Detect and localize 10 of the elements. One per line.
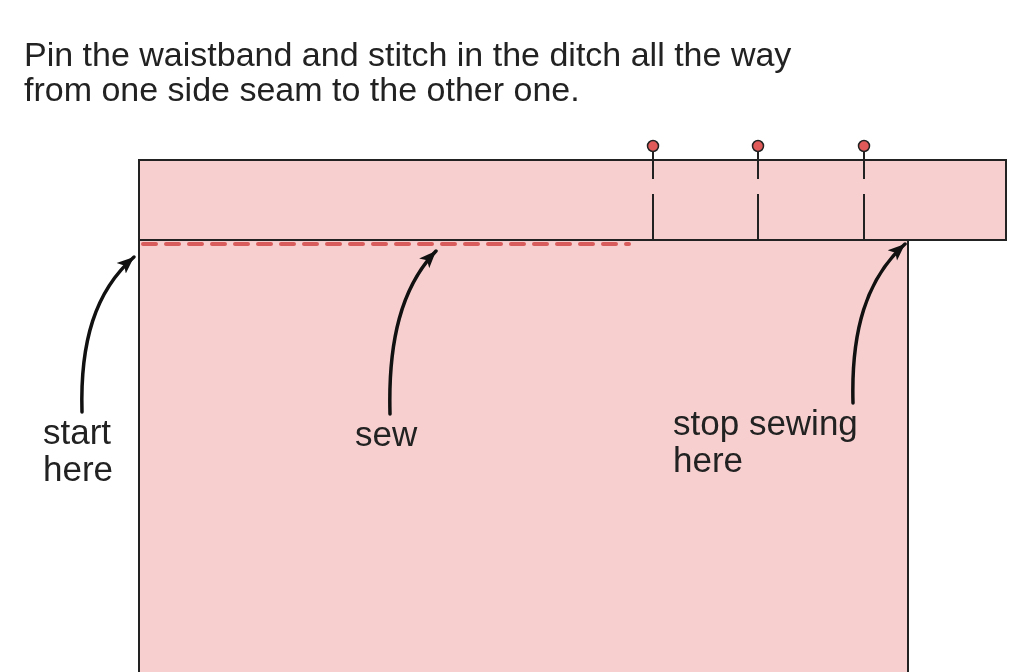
annotation-text: sew [355,415,445,452]
stitch-line [140,241,632,247]
garment-body [138,239,909,672]
annotation-text: stop sewing here [673,404,913,478]
leader-arrow [388,249,438,416]
annotation-text: start here [43,413,153,487]
waistband [138,159,1007,241]
leader-arrow [80,255,136,414]
leader-arrow [851,242,907,405]
instruction-heading: Pin the waistband and stitch in the ditch all the way from one side seam to the other one. [24,37,793,107]
